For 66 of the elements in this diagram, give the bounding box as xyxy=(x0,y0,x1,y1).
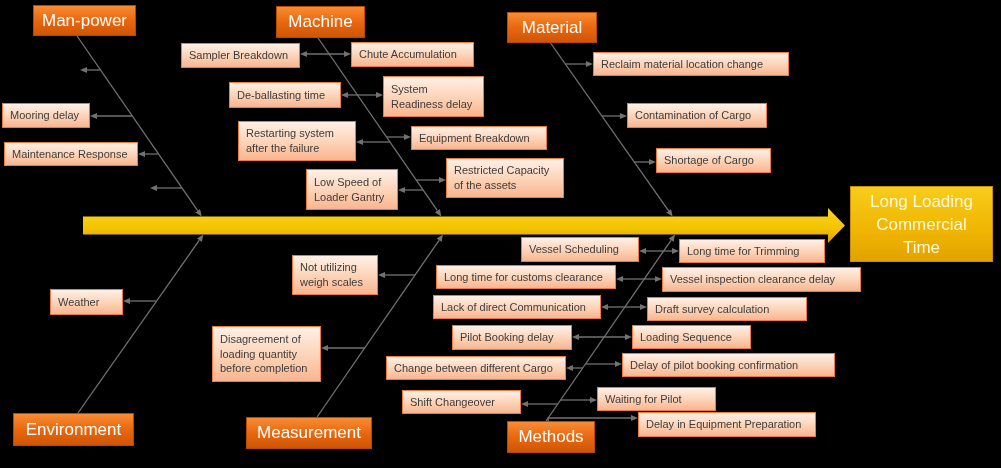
arrow xyxy=(584,361,622,367)
double-arrow xyxy=(639,248,679,254)
double-arrow xyxy=(616,276,662,282)
cause-box: Disagreement of loading quantity before completion xyxy=(212,326,321,382)
cause-box: Draft survey calculation xyxy=(647,297,807,321)
double-arrow xyxy=(601,304,647,310)
arrow xyxy=(564,61,593,67)
cause-box: Shortage of Cargo xyxy=(656,148,771,173)
cause-box: Weather xyxy=(50,289,123,315)
arrow xyxy=(378,272,416,278)
cause-box: Equipment Breakdown xyxy=(411,126,547,150)
cause-box: Loading Sequence xyxy=(632,325,751,349)
arrow xyxy=(123,298,158,304)
arrow xyxy=(633,159,656,165)
bone-arrow xyxy=(545,234,676,422)
bone-arrow xyxy=(317,37,442,217)
cause-box: Long time for customs clearance xyxy=(436,265,616,289)
cause-box: Sampler Breakdown xyxy=(181,43,300,68)
category-box: Methods xyxy=(507,421,595,453)
cause-box: Mooring delay xyxy=(2,103,90,128)
cause-box: Chute Accumulation xyxy=(351,42,474,67)
arrow xyxy=(385,134,411,140)
arrow xyxy=(521,401,559,407)
cause-box: Delay in Equipment Preparation xyxy=(638,412,816,437)
category-box: Material xyxy=(507,12,597,43)
cause-box: Vessel Scheduling xyxy=(521,237,639,262)
bone-arrow xyxy=(549,42,673,217)
category-box: Man-power xyxy=(33,5,136,36)
bone-arrow xyxy=(77,234,204,414)
cause-box: Reclaim material location change xyxy=(593,52,789,76)
cause-box: Restricted Capacity of the assets xyxy=(446,158,564,198)
double-arrow xyxy=(341,92,383,98)
spine-arrow xyxy=(83,208,845,243)
effect-box: Long Loading Commercial Time xyxy=(850,186,993,262)
arrow xyxy=(415,177,446,183)
cause-box: Lack of direct Communication xyxy=(433,295,601,319)
cause-box: Waiting for Pilot xyxy=(597,387,716,411)
category-box: Machine xyxy=(276,6,365,38)
arrow xyxy=(559,397,597,403)
arrow xyxy=(321,345,366,351)
cause-box: Delay of pilot booking confirmation xyxy=(622,353,835,377)
cause-box: Shift Changeover xyxy=(402,390,521,414)
category-box: Measurement xyxy=(246,417,372,449)
cause-box: Maintenance Response xyxy=(4,142,138,166)
bone-arrow xyxy=(316,234,444,418)
cause-box: Long time for Trimming xyxy=(679,239,825,263)
cause-box: Contamination of Cargo xyxy=(627,103,767,128)
cause-box: Pilot Booking delay xyxy=(452,325,572,350)
double-arrow xyxy=(300,51,351,57)
category-box: Environment xyxy=(13,413,134,446)
double-arrow xyxy=(572,334,632,340)
cause-box: System Readiness delay xyxy=(383,76,484,117)
cause-box: Low Speed of Loader Gantry xyxy=(306,169,398,210)
arrow xyxy=(138,151,160,157)
arrow xyxy=(356,139,391,145)
arrow xyxy=(601,113,627,119)
arrow xyxy=(566,365,584,371)
arrow xyxy=(398,187,424,193)
cause-box: Vessel inspection clearance delay xyxy=(662,267,861,292)
cause-box: Change between different Cargo xyxy=(386,356,566,380)
cause-box: Not utilizing weigh scales xyxy=(292,255,378,295)
bone-arrow xyxy=(76,35,202,217)
cause-box: Restarting system after the failure xyxy=(238,121,356,161)
arrow xyxy=(547,415,638,422)
cause-box: De-ballasting time xyxy=(229,82,341,108)
arrow xyxy=(90,113,133,119)
